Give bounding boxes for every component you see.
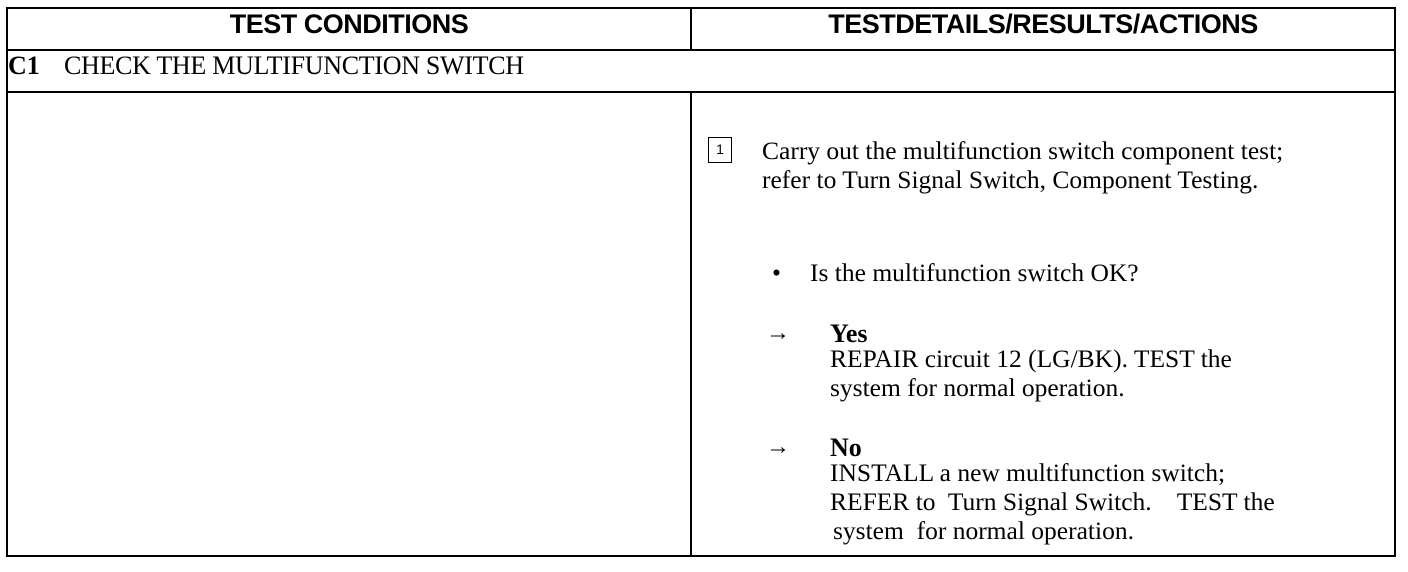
answer-line: REFER to Turn Signal Switch. TEST the bbox=[830, 487, 1275, 516]
header-test-conditions: TEST CONDITIONS bbox=[6, 7, 692, 51]
question-text: Is the multifunction switch OK? bbox=[810, 258, 1139, 287]
step-instruction: Carry out the multifunction switch compo… bbox=[762, 136, 1382, 194]
header-row: TEST CONDITIONS TESTDETAILS/RESULTS/ACTI… bbox=[6, 7, 1396, 51]
answer-line: system for normal operation. bbox=[833, 516, 1134, 545]
section-row: C1 CHECK THE MULTIFUNCTION SWITCH bbox=[6, 49, 1396, 93]
answer-line: system for normal operation. bbox=[830, 373, 1125, 402]
arrow-right-icon: → bbox=[766, 320, 790, 346]
answer-line: INSTALL a new multifunction switch; bbox=[830, 458, 1226, 487]
answer-line: REPAIR circuit 12 (LG/BK). TEST the bbox=[830, 344, 1232, 373]
answer-detail: INSTALL a new multifunction switch; REFE… bbox=[830, 458, 1390, 545]
arrow-right-icon: → bbox=[766, 434, 790, 460]
body-row: 1 Carry out the multifunction switch com… bbox=[6, 91, 1396, 557]
answer-detail: REPAIR circuit 12 (LG/BK). TEST the syst… bbox=[830, 344, 1390, 402]
header-test-details: TESTDETAILS/RESULTS/ACTIONS bbox=[690, 7, 1396, 51]
test-conditions-cell bbox=[6, 91, 692, 557]
test-details-cell: 1 Carry out the multifunction switch com… bbox=[690, 91, 1396, 557]
section-heading: C1 CHECK THE MULTIFUNCTION SWITCH bbox=[6, 49, 1396, 93]
step-question: • Is the multifunction switch OK? bbox=[772, 258, 1139, 287]
section-id: C1 bbox=[8, 51, 40, 80]
diagnostic-table: TEST CONDITIONS TESTDETAILS/RESULTS/ACTI… bbox=[6, 7, 1396, 557]
answer-label: No bbox=[830, 433, 862, 462]
instruction-line: Carry out the multifunction switch compo… bbox=[762, 136, 1284, 165]
section-title: CHECK THE MULTIFUNCTION SWITCH bbox=[64, 51, 524, 80]
bullet-icon: • bbox=[772, 258, 781, 287]
answer-label: Yes bbox=[830, 319, 868, 348]
step-number-box: 1 bbox=[708, 137, 732, 163]
instruction-line: refer to Turn Signal Switch, Component T… bbox=[762, 165, 1259, 194]
